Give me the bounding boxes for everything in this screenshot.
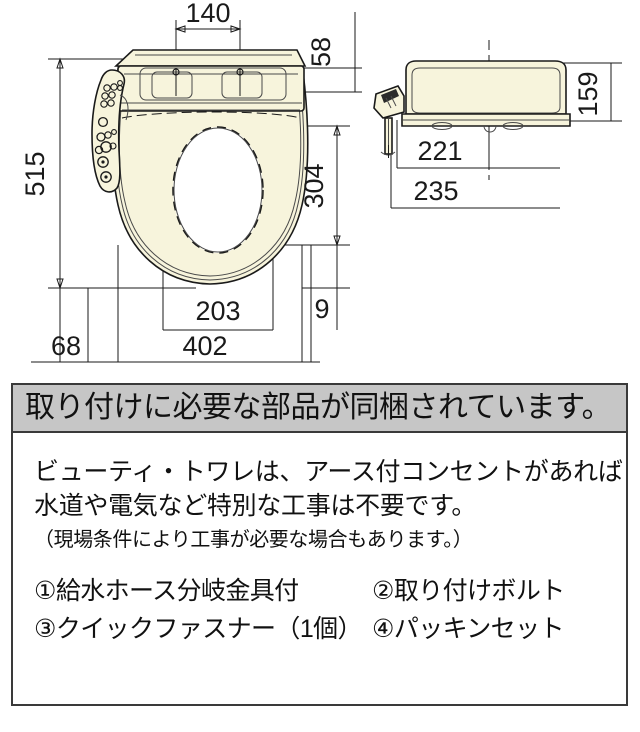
- dim-label-9: 9: [314, 294, 329, 324]
- part-number-1: ①: [34, 577, 56, 605]
- parts-row: ③クイックファスナー（1個） ④パッキンセット: [34, 610, 626, 648]
- part-label-2: 取り付けボルト: [393, 577, 565, 605]
- part-label-3: クイックファスナー（1個）: [55, 615, 363, 643]
- dim-label-221: 221: [417, 136, 462, 166]
- dim-label-515: 515: [20, 151, 50, 196]
- part-number-4: ④: [372, 615, 394, 643]
- toilet-seat-top-view: [111, 49, 309, 285]
- technical-drawing: 140 58 515 304 203 9 402 68: [20, 0, 622, 363]
- control-panel-wing: [91, 69, 129, 193]
- parts-row: ①給水ホース分岐金具付 ②取り付けボルト: [34, 572, 626, 610]
- panel-body: ビューティ・トワレは、アース付コンセントがあれば 水道や電気など特別な工事は不要…: [13, 433, 626, 648]
- parts-list: ①給水ホース分岐金具付 ②取り付けボルト ③クイックファスナー（1個） ④パッキ…: [34, 572, 626, 648]
- panel-header-text: 取り付けに必要な部品が同梱されています。: [25, 391, 612, 424]
- dim-label-402: 402: [182, 331, 227, 361]
- part-label-1: 給水ホース分岐金具付: [55, 577, 299, 605]
- dim-label-58: 58: [306, 37, 336, 67]
- body-note: （現場条件により工事が必要な場合もあります。）: [34, 529, 473, 551]
- panel-header: 取り付けに必要な部品が同梱されています。: [13, 385, 626, 433]
- part-item-2: ②取り付けボルト: [372, 572, 565, 610]
- dim-label-235: 235: [413, 176, 458, 206]
- included-parts-panel: 取り付けに必要な部品が同梱されています。 ビューティ・トワレは、アース付コンセン…: [11, 383, 628, 706]
- dim-label-203: 203: [195, 296, 240, 326]
- part-item-1: ①給水ホース分岐金具付: [34, 572, 372, 610]
- part-label-4: パッキンセット: [393, 615, 565, 643]
- dim-label-159: 159: [573, 71, 603, 116]
- body-line-2: 水道や電気など特別な工事は不要です。: [34, 492, 477, 520]
- dim-label-68: 68: [51, 331, 81, 361]
- part-number-3: ③: [34, 615, 56, 643]
- dim-label-304: 304: [299, 163, 329, 208]
- side-view-group: 159 221 235: [373, 40, 622, 209]
- top-view-group: 140 58 515 304 203 9 402 68: [20, 0, 362, 363]
- part-item-4: ④パッキンセット: [372, 610, 564, 648]
- part-item-3: ③クイックファスナー（1個）: [34, 610, 372, 648]
- dim-label-140: 140: [185, 0, 230, 28]
- toilet-seat-side-view: [373, 60, 571, 158]
- body-line-1: ビューティ・トワレは、アース付コンセントがあれば: [34, 458, 623, 486]
- part-number-2: ②: [372, 577, 394, 605]
